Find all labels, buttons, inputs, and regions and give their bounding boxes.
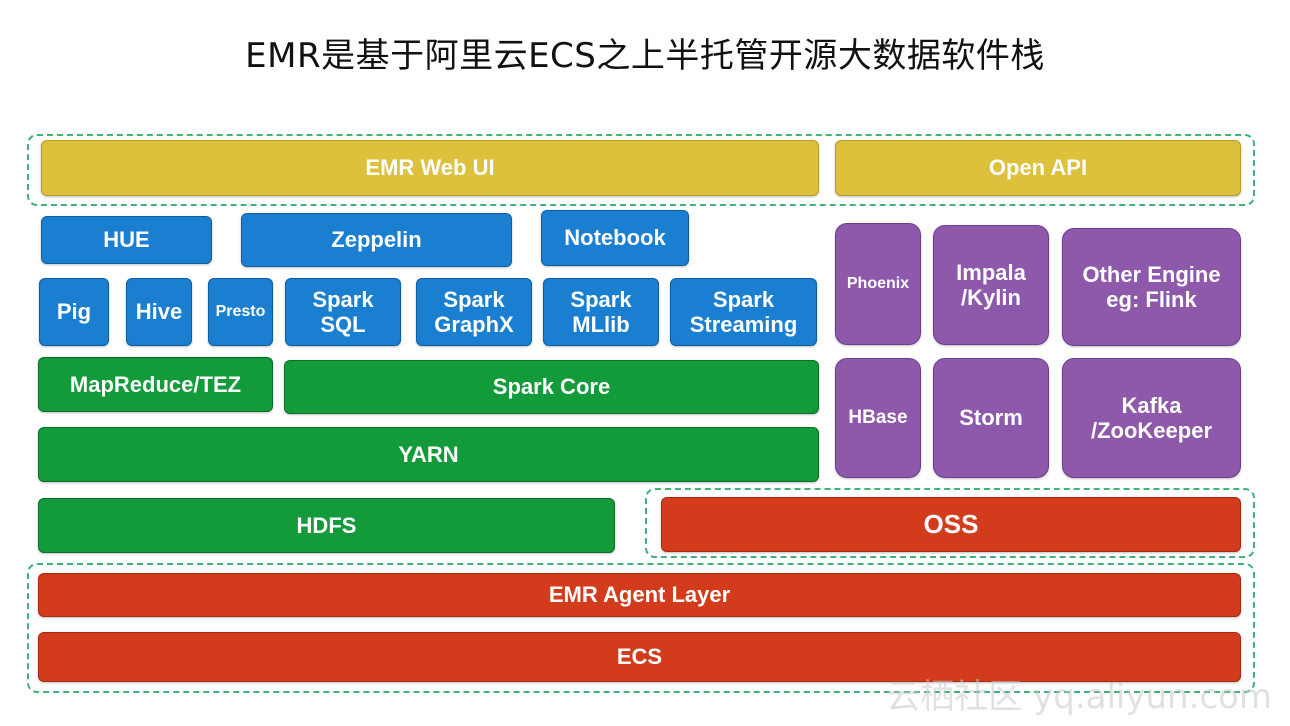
- emr-agent-layer-block: EMR Agent Layer: [38, 573, 1241, 617]
- spark-mllib-block: Spark MLlib: [543, 278, 659, 346]
- open-api-block: Open API: [835, 140, 1241, 196]
- hive-block: Hive: [126, 278, 192, 346]
- presto-block: Presto: [208, 278, 273, 346]
- yarn-block: YARN: [38, 427, 819, 482]
- kafka-zookeeper-block: Kafka /ZooKeeper: [1062, 358, 1241, 478]
- other-engine-block: Other Engine eg: Flink: [1062, 228, 1241, 346]
- impala-kylin-block: Impala /Kylin: [933, 225, 1049, 345]
- page-title: EMR是基于阿里云ECS之上半托管开源大数据软件栈: [245, 36, 1045, 76]
- phoenix-block: Phoenix: [835, 223, 921, 345]
- oss-block: OSS: [661, 497, 1241, 552]
- hue-block: HUE: [41, 216, 212, 264]
- spark-streaming-block: Spark Streaming: [670, 278, 817, 346]
- emr-web-ui-block: EMR Web UI: [41, 140, 819, 196]
- watermark: 云栖社区 yq.aliyun.com: [886, 677, 1272, 717]
- spark-core-block: Spark Core: [284, 360, 819, 414]
- storm-block: Storm: [933, 358, 1049, 478]
- spark-sql-block: Spark SQL: [285, 278, 401, 346]
- infra-group: [27, 563, 1255, 693]
- mapreduce-tez-block: MapReduce/TEZ: [38, 357, 273, 412]
- oss-group: [645, 488, 1255, 558]
- hdfs-block: HDFS: [38, 498, 615, 553]
- notebook-block: Notebook: [541, 210, 689, 266]
- spark-graphx-block: Spark GraphX: [416, 278, 532, 346]
- ecs-block: ECS: [38, 632, 1241, 682]
- zeppelin-block: Zeppelin: [241, 213, 512, 267]
- hbase-block: HBase: [835, 358, 921, 478]
- pig-block: Pig: [39, 278, 109, 346]
- top-layer-group: [27, 134, 1255, 206]
